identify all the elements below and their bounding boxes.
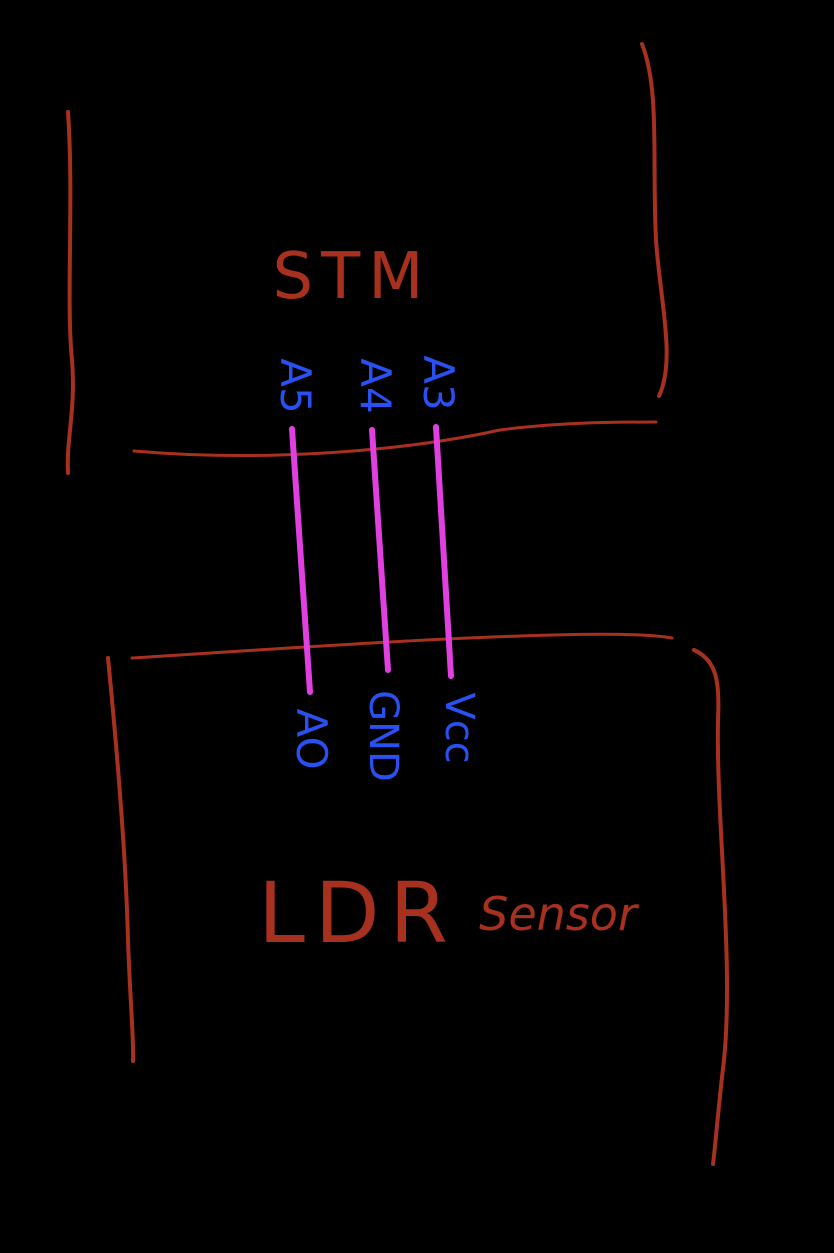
ldr-left-bracket	[106, 656, 136, 1063]
wire-a5-ao	[289, 426, 313, 695]
stm-title: STM	[273, 240, 432, 314]
pin-label-a4: A4	[351, 358, 400, 413]
stm-left-bracket	[65, 110, 75, 475]
wire-a3-vcc	[433, 424, 454, 679]
ldr-subtitle: Sensor	[479, 887, 640, 941]
pin-label-gnd: GND	[360, 690, 406, 782]
pin-label-vcc: Vcc	[436, 692, 482, 763]
wire-a4-gnd	[369, 427, 391, 673]
ldr-right-bracket	[692, 648, 730, 1166]
stm-bottom-edge	[132, 420, 658, 457]
stm-pin-labels: A5 A4 A3	[271, 355, 463, 413]
pin-label-a5: A5	[271, 358, 320, 413]
stm-block	[65, 42, 669, 475]
ldr-title: LDR	[258, 864, 458, 962]
ldr-block	[106, 632, 730, 1166]
wires	[289, 424, 454, 695]
pin-label-ao: AO	[287, 708, 336, 769]
ldr-pin-labels: AO GND Vcc	[287, 690, 482, 782]
ldr-top-edge	[130, 632, 674, 660]
pin-label-a3: A3	[414, 355, 463, 410]
stm-right-bracket	[640, 42, 669, 398]
